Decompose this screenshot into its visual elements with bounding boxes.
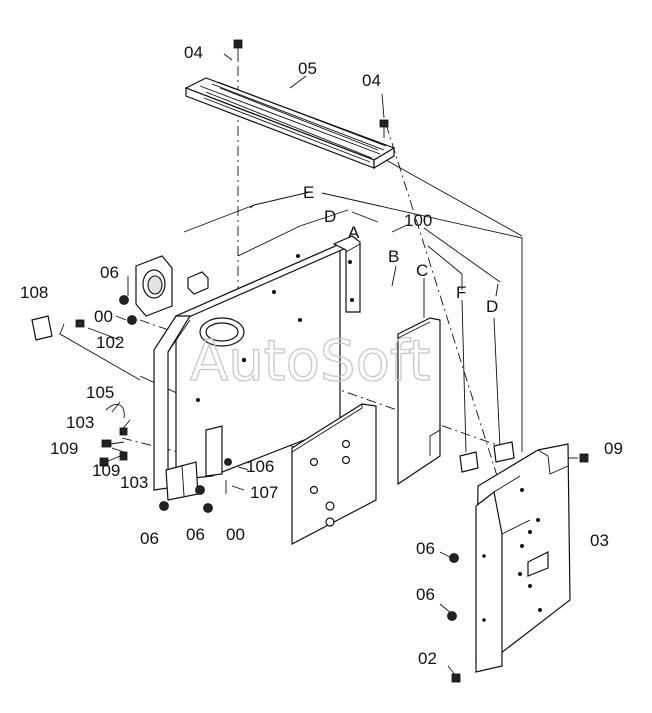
callout-107: 107 (250, 483, 278, 502)
callout-f: F (456, 283, 466, 302)
foam-block-round (135, 255, 173, 317)
nut-06-right-b (447, 611, 457, 621)
nut-06 (119, 295, 129, 305)
callout-103-upper: 103 (66, 413, 94, 432)
clip-103-lower (119, 451, 128, 461)
callout-a: A (348, 223, 360, 242)
callout-00-lower: 00 (226, 525, 245, 544)
callout-04-right: 04 (362, 71, 381, 90)
callout-02: 02 (418, 649, 437, 668)
callout-labels: 04 05 04 E D 100 A B C F D 06 108 00 102… (20, 43, 623, 668)
callout-e: E (303, 183, 314, 202)
watermark: AutoSoft (190, 329, 431, 394)
bolt-109-upper (101, 439, 112, 448)
wire-105 (105, 404, 125, 419)
insulation-panel-b (291, 403, 377, 545)
bolt-09 (579, 453, 589, 463)
callout-06-right-a: 06 (416, 539, 435, 558)
small-pads (187, 271, 515, 473)
nut-00-lower (203, 503, 213, 513)
bolt-102 (75, 319, 85, 328)
nut-06-right-a (449, 553, 459, 563)
callout-d-upper: D (324, 207, 336, 226)
callout-d-lower: D (486, 297, 498, 316)
callout-106: 106 (246, 457, 274, 476)
callout-102: 102 (96, 333, 124, 352)
callout-06-right-b: 06 (416, 585, 435, 604)
callout-100: 100 (404, 211, 432, 230)
nut-00 (127, 315, 137, 325)
callout-00-upper: 00 (94, 307, 113, 326)
bolt-04-top (233, 39, 243, 49)
callout-103-lower: 103 (120, 473, 148, 492)
callout-c: C (416, 261, 428, 280)
callout-108: 108 (20, 283, 48, 302)
washer-106 (224, 458, 232, 466)
fasteners (31, 39, 589, 683)
clip-103-upper (119, 427, 128, 436)
callout-09: 09 (604, 439, 623, 458)
callout-04-top: 04 (184, 43, 203, 62)
main-side-panel (153, 235, 361, 501)
leader-lines (59, 53, 578, 677)
callout-109-upper: 109 (50, 439, 78, 458)
callout-05: 05 (298, 59, 317, 78)
top-grille-cover (184, 77, 396, 170)
bolt-02 (451, 673, 461, 683)
callout-b: B (388, 247, 399, 266)
callout-105: 105 (86, 383, 114, 402)
callout-06-upper: 06 (100, 263, 119, 282)
bolt-04-right (379, 119, 389, 128)
callout-03: 03 (590, 531, 609, 550)
right-side-panel (475, 443, 571, 673)
bolt-109-lower (99, 457, 109, 467)
nut-06-lower-a (159, 501, 169, 511)
callout-06-lower-a: 06 (140, 529, 159, 548)
callout-109-lower: 109 (92, 461, 120, 480)
insulation-panel-c (397, 317, 441, 486)
clip-108 (31, 315, 53, 341)
nut-06-lower-b (195, 485, 205, 495)
callout-06-lower-b: 06 (186, 525, 205, 544)
